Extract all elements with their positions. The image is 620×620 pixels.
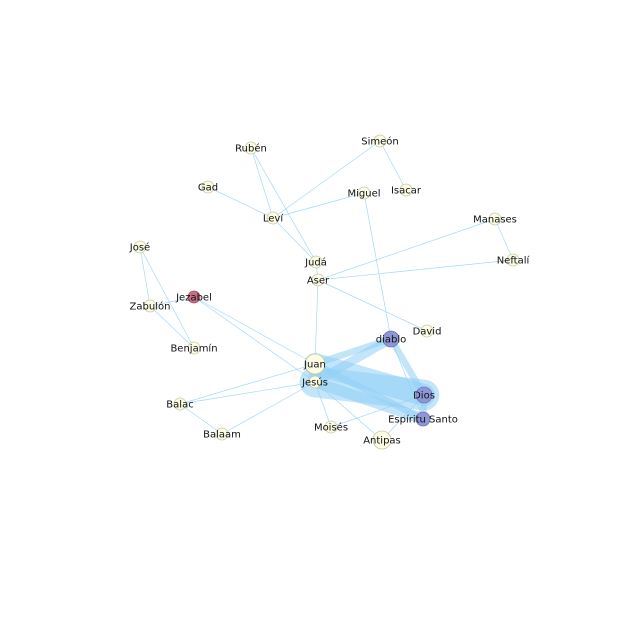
edge-miguel-diablo bbox=[363, 192, 392, 340]
edge-jose-zabulon bbox=[139, 246, 151, 307]
node-label-levi: Leví bbox=[263, 213, 284, 225]
edge-jose-benjamin bbox=[139, 246, 195, 349]
node-ruben[interactable] bbox=[244, 141, 258, 155]
edge-jezabel-juan bbox=[193, 296, 316, 365]
edge-manases-neftali bbox=[494, 218, 514, 261]
node-moises[interactable] bbox=[324, 420, 338, 434]
node-label-gad: Gad bbox=[198, 183, 218, 194]
node-manases[interactable] bbox=[488, 212, 502, 226]
node-dios[interactable] bbox=[415, 386, 433, 404]
edge-aser-david bbox=[317, 279, 428, 332]
node-juda[interactable] bbox=[309, 255, 323, 269]
edge-levi-juda bbox=[272, 217, 317, 263]
node-label-isacar: Isacar bbox=[391, 186, 422, 197]
node-isacar[interactable] bbox=[399, 183, 413, 197]
node-antipas[interactable] bbox=[372, 430, 392, 450]
edge-jesus-moises bbox=[314, 381, 332, 428]
node-label-miguel: Miguel bbox=[347, 189, 380, 200]
edge-aser-juan bbox=[314, 279, 319, 365]
edge-diablo-dios bbox=[387, 335, 428, 399]
node-espiritu[interactable] bbox=[415, 411, 431, 427]
node-balac[interactable] bbox=[173, 397, 187, 411]
node-jose[interactable] bbox=[133, 240, 147, 254]
node-jezabel[interactable] bbox=[187, 290, 201, 304]
edge-diablo-espiritu bbox=[390, 338, 424, 420]
node-balaam[interactable] bbox=[215, 427, 229, 441]
edge-dios-antipas bbox=[381, 394, 425, 441]
node-label-espiritu: Espíritu Santo bbox=[388, 414, 458, 426]
edge-jesus-balac bbox=[179, 381, 316, 405]
node-aser[interactable] bbox=[311, 273, 325, 287]
node-benjamin[interactable] bbox=[187, 341, 201, 355]
edge-gad-levi bbox=[207, 186, 274, 219]
node-label-ruben: Rubén bbox=[235, 143, 267, 155]
node-label-dios: Dios bbox=[413, 391, 435, 402]
edge-jesus-balaam bbox=[221, 381, 316, 435]
node-miguel[interactable] bbox=[357, 186, 371, 200]
node-label-balaam: Balaam bbox=[203, 430, 241, 441]
node-label-juan: Juan bbox=[303, 360, 326, 371]
node-label-antipas: Antipas bbox=[363, 436, 401, 447]
node-neftali[interactable] bbox=[506, 253, 520, 267]
nodes-layer bbox=[133, 134, 520, 450]
node-label-david: David bbox=[413, 327, 442, 338]
node-david[interactable] bbox=[420, 324, 434, 338]
edge-simeon-isacar bbox=[379, 140, 407, 191]
node-jesus[interactable] bbox=[308, 375, 322, 389]
edge-jezabel-zabulon bbox=[149, 296, 195, 307]
edge-jezabel-jesus bbox=[193, 296, 316, 383]
node-zabulon[interactable] bbox=[143, 299, 157, 313]
node-label-aser: Aser bbox=[307, 276, 330, 287]
node-label-jezabel: Jezabel bbox=[175, 293, 212, 304]
edge-dios-moises bbox=[330, 394, 425, 428]
edge-aser-neftali bbox=[317, 259, 514, 281]
node-levi[interactable] bbox=[266, 211, 280, 225]
node-diablo[interactable] bbox=[382, 330, 400, 348]
node-gad[interactable] bbox=[201, 180, 215, 194]
edge-juan-balac bbox=[179, 363, 316, 405]
edge-ruben-juda bbox=[250, 147, 317, 263]
edge-jesus-antipas bbox=[314, 381, 383, 441]
node-juan[interactable] bbox=[304, 353, 326, 375]
node-label-juda: Judá bbox=[304, 257, 327, 269]
node-label-balac: Balac bbox=[166, 400, 193, 411]
edge-balac-balaam bbox=[179, 403, 223, 435]
node-label-jose: José bbox=[129, 242, 150, 254]
node-label-simeon: Simeón bbox=[361, 136, 398, 148]
node-label-manases: Manases bbox=[473, 215, 517, 226]
node-label-diablo: diablo bbox=[376, 335, 407, 346]
node-label-jesus: Jesús bbox=[301, 377, 328, 389]
node-label-benjamin: Benjamín bbox=[170, 343, 217, 355]
edge-ruben-levi bbox=[250, 147, 274, 219]
node-label-neftali: Neftalí bbox=[497, 255, 531, 267]
edge-zabulon-benjamin bbox=[149, 305, 195, 349]
node-label-zabulon: Zabulón bbox=[130, 301, 171, 313]
edge-levi-miguel bbox=[272, 192, 365, 219]
node-label-moises: Moisés bbox=[314, 422, 348, 434]
edge-jesus-espiritu bbox=[309, 376, 429, 425]
edge-aser-manases bbox=[317, 218, 496, 281]
edges-layer bbox=[139, 140, 514, 441]
edge-simeon-levi bbox=[272, 140, 381, 219]
node-simeon[interactable] bbox=[373, 134, 387, 148]
